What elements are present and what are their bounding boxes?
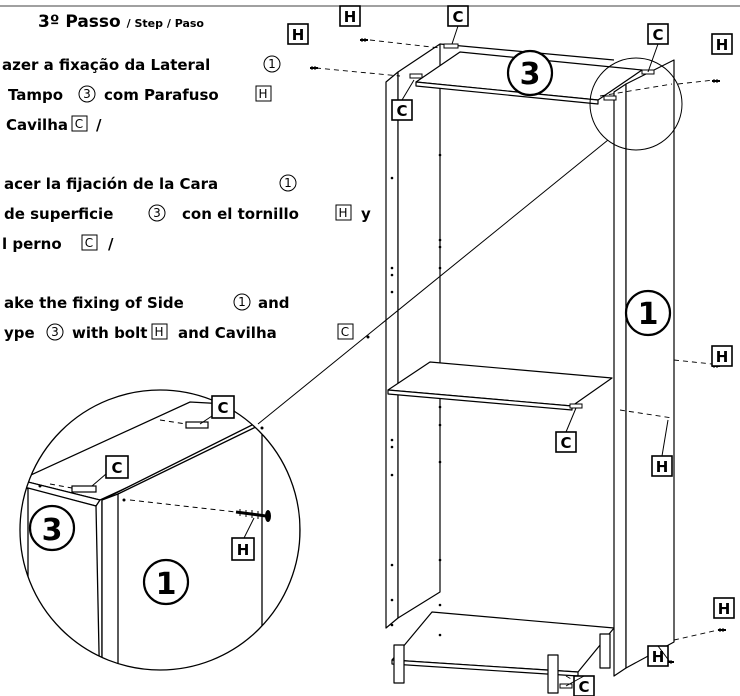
side-panel-number-text: 1 [638, 297, 659, 332]
detail-marker-circle [589, 57, 683, 151]
instruction-es-part-3: con el tornillo [182, 205, 299, 223]
symbol-top-text: 3 [51, 325, 59, 339]
detail-dowel-lower [71, 485, 97, 493]
symbol-bolt: H [335, 204, 352, 221]
cabinet-drawing [385, 43, 675, 694]
left-side-panel-face [397, 43, 441, 619]
symbol-top: 3 [78, 85, 96, 103]
symbol-top: 3 [46, 323, 64, 341]
instruction-en-part-3: ype [4, 324, 35, 342]
instruction-pt-part-4: Cavilha [6, 116, 68, 134]
symbol-side-text: 1 [268, 57, 276, 71]
leg-front-left [393, 644, 405, 684]
instruction-pt-part-1: azer a fixação da Lateral [2, 56, 210, 74]
detail-top-number-text: 3 [42, 513, 63, 548]
detail-callout-bolt-text: H [237, 541, 250, 559]
symbol-bolt: H [151, 323, 168, 340]
symbol-bolt-text: H [338, 206, 347, 220]
symbol-side: 1 [279, 174, 297, 192]
instruction-es-part-1: acer la fijación de la Cara [4, 175, 218, 193]
symbol-side: 1 [263, 55, 281, 73]
instruction-es-part-4: y [361, 205, 371, 223]
symbol-dowel-text: C [75, 117, 83, 131]
callout-bolt-text: H [716, 36, 729, 54]
detail-callout-dowel-text: C [111, 459, 122, 477]
symbol-side: 1 [233, 293, 251, 311]
insertion-guides [315, 39, 719, 685]
left-panel-holes [390, 153, 442, 637]
step-title: 3º Passo / Step / Paso [38, 14, 204, 31]
symbol-dowel-text: C [85, 236, 93, 250]
detail-callout-dowel-text: C [217, 399, 228, 417]
callout-bolt-text: H [292, 26, 305, 44]
detail-zoom-border [19, 389, 301, 671]
instruction-pt-part-3: com Parafuso [104, 86, 219, 104]
step-title-text: 3º Passo [38, 12, 121, 32]
detail-top-number: 3 [28, 504, 76, 552]
symbol-dowel: C [337, 323, 354, 340]
symbol-side-text: 1 [284, 176, 292, 190]
callout-letters: H C H C H C H C H H H C [292, 8, 731, 696]
detail-side-panel-top [117, 423, 263, 495]
instruction-en-part-2: and [258, 294, 290, 312]
right-side-panel-face [625, 59, 675, 669]
callout-bolt-text: H [716, 348, 729, 366]
middle-shelf-edge [387, 389, 573, 411]
symbol-dowel-text: C [341, 325, 349, 339]
top-panel-number: 3 [506, 49, 554, 97]
detail-side-number: 1 [142, 558, 190, 606]
instruction-es-part-6: / [108, 235, 114, 253]
callout-dowel-text: C [396, 102, 407, 120]
leg-back-right [599, 633, 611, 669]
detail-dowel-upper [185, 421, 209, 429]
side-panel-number: 1 [624, 289, 672, 337]
symbol-top-text: 3 [153, 206, 161, 220]
callout-bolt-text: H [656, 458, 669, 476]
callout-bolt-text: H [652, 648, 665, 666]
callout-bolt-text: H [344, 8, 357, 26]
instruction-en-part-4: with bolt [72, 324, 147, 342]
callout-dowel-text: C [560, 434, 571, 452]
callout-bolt-text: H [718, 600, 731, 618]
symbol-dowel: C [81, 234, 98, 251]
symbol-bolt-text: H [154, 325, 163, 339]
callout-dowel-text: C [452, 8, 463, 26]
instruction-pt: azer a fixação da Lateral 1 Tampo 3 com … [2, 55, 281, 134]
detail-side-number-text: 1 [156, 567, 177, 602]
instruction-pt-part-5: / [96, 116, 102, 134]
detail-zoom: C C H 3 1 [19, 389, 301, 671]
step-title-subtitle: / Step / Paso [126, 17, 204, 30]
detail-callout-dowel-lower [105, 455, 129, 479]
instruction-en: ake the fixing of Side 1 and ype 3 with … [4, 293, 370, 342]
instruction-es-part-2: de superficie [4, 205, 113, 223]
detail-side-panel-edge [101, 493, 119, 670]
symbol-dowel: C [71, 115, 88, 132]
symbol-top: 3 [148, 204, 166, 222]
instruction-en-part-1: ake the fixing of Side [4, 294, 184, 312]
leg-front-right [547, 654, 559, 694]
symbol-side-text: 1 [238, 295, 246, 309]
symbol-top-text: 3 [83, 87, 91, 101]
instruction-es-part-5: l perno [2, 235, 62, 253]
right-side-panel-edge [613, 83, 627, 677]
left-side-panel-edge [385, 71, 399, 629]
detail-bolt [235, 509, 271, 522]
instruction-en-part-5: and Cavilha [178, 324, 277, 342]
instruction-es: acer la fijación de la Cara 1 de superfi… [2, 174, 371, 253]
detail-hardware [71, 421, 209, 493]
instruction-pt-part-2: Tampo [8, 86, 63, 104]
leader-lines [401, 25, 671, 687]
top-panel-number-text: 3 [520, 57, 541, 92]
symbol-bolt-text: H [258, 87, 267, 101]
detail-callout-dowel-upper [211, 395, 235, 419]
detail-callout-bolt [231, 537, 255, 561]
detail-connector-line [257, 139, 609, 425]
callout-dowel-text: C [578, 678, 589, 696]
detail-guides [49, 419, 237, 513]
symbol-bolt: H [255, 85, 272, 102]
callout-dowel-text: C [652, 26, 663, 44]
